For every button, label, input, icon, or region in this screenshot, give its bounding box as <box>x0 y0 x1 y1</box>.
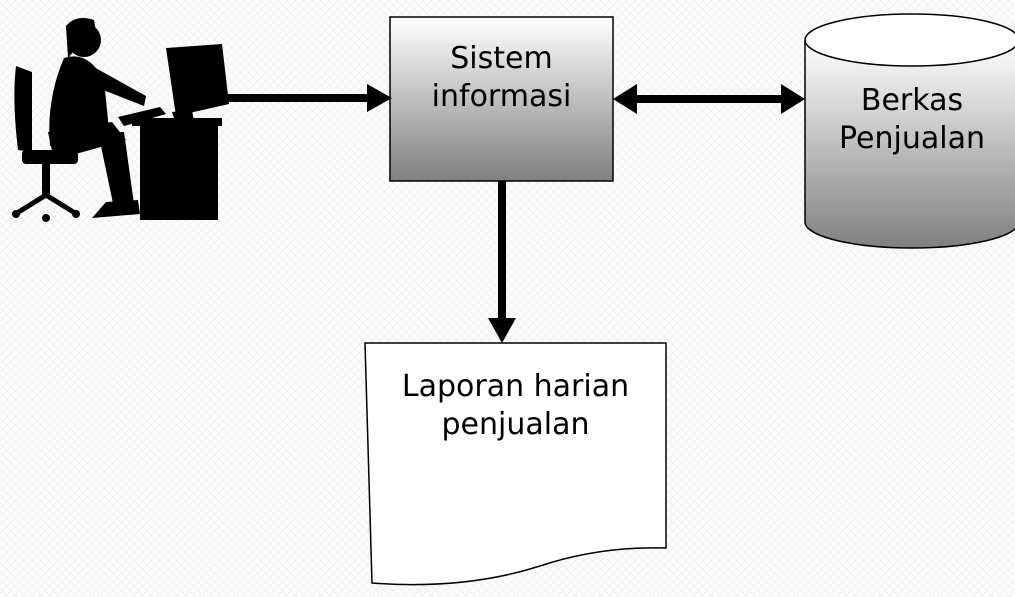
database-label-line2: Penjualan <box>839 121 985 156</box>
arrow-system-to-report <box>488 181 516 343</box>
system-label-line1: Sistem <box>450 41 553 76</box>
report-label-line2: penjualan <box>441 407 590 442</box>
database-cylinder <box>804 13 1015 249</box>
database-label-line1: Berkas <box>860 83 964 118</box>
arrow-user-to-system <box>222 84 392 112</box>
report-label: Laporan harian penjualan <box>365 368 666 444</box>
report-label-line1: Laporan harian <box>401 369 630 404</box>
report-document <box>364 342 667 586</box>
system-label-line2: informasi <box>431 79 572 114</box>
user-at-computer-icon <box>12 18 229 222</box>
arrow-system-database <box>613 84 805 114</box>
system-label: Sistem informasi <box>390 40 613 116</box>
database-label: Berkas Penjualan <box>810 82 1014 158</box>
